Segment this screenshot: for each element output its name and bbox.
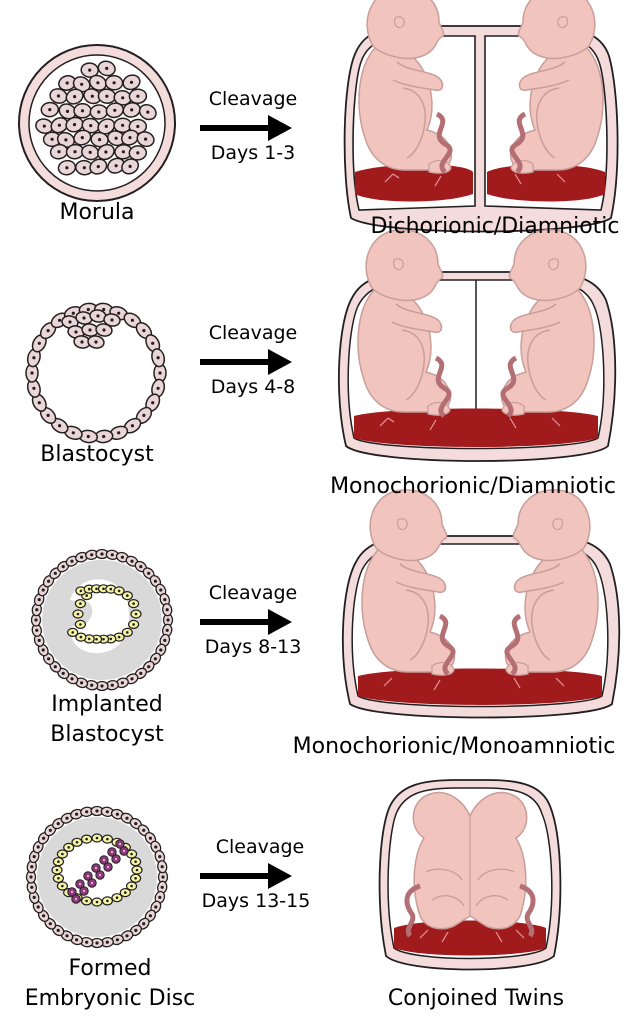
twins-sac-icon (342, 489, 621, 719)
stage-label-blastocyst: Blastocyst (40, 442, 154, 467)
result-label: Dichorionic/Diamniotic (370, 214, 620, 239)
arrow-label-days: Days 1-3 (210, 142, 296, 164)
arrow-label-days: Days 13-15 (201, 890, 311, 912)
arrow-label-cleavage: Cleavage (208, 322, 298, 344)
arrow-label-days: Days 8-13 (204, 636, 302, 658)
arrow-label-cleavage: Cleavage (208, 88, 298, 110)
arrow-label-days: Days 4-8 (210, 376, 296, 398)
arrow-label-cleavage: Cleavage (208, 582, 298, 604)
result-label: Monochorionic/Diamniotic (330, 474, 616, 499)
morula-icon (18, 44, 176, 202)
stage-label-implanted: Implanted (51, 692, 163, 717)
result-label: Monochorionic/Monoamniotic (292, 734, 616, 759)
embryonic-disc-icon (25, 805, 169, 949)
implanted-blastocyst-icon (30, 548, 174, 692)
result-label: Conjoined Twins (387, 986, 565, 1011)
stage-label-formed: Formed (68, 956, 152, 981)
twins-sac-icon (343, 0, 619, 233)
arrow-label-cleavage: Cleavage (215, 836, 305, 858)
blastocyst-icon (25, 302, 167, 444)
twins-sac-icon (338, 229, 617, 462)
stage-label-morula: Morula (59, 200, 135, 225)
stage-label-blastocyst: Blastocyst (50, 722, 164, 747)
twins-sac-icon (378, 779, 562, 971)
stage-label-embryonic-disc: Embryonic Disc (24, 986, 196, 1011)
arrow-right-icon (200, 115, 292, 889)
